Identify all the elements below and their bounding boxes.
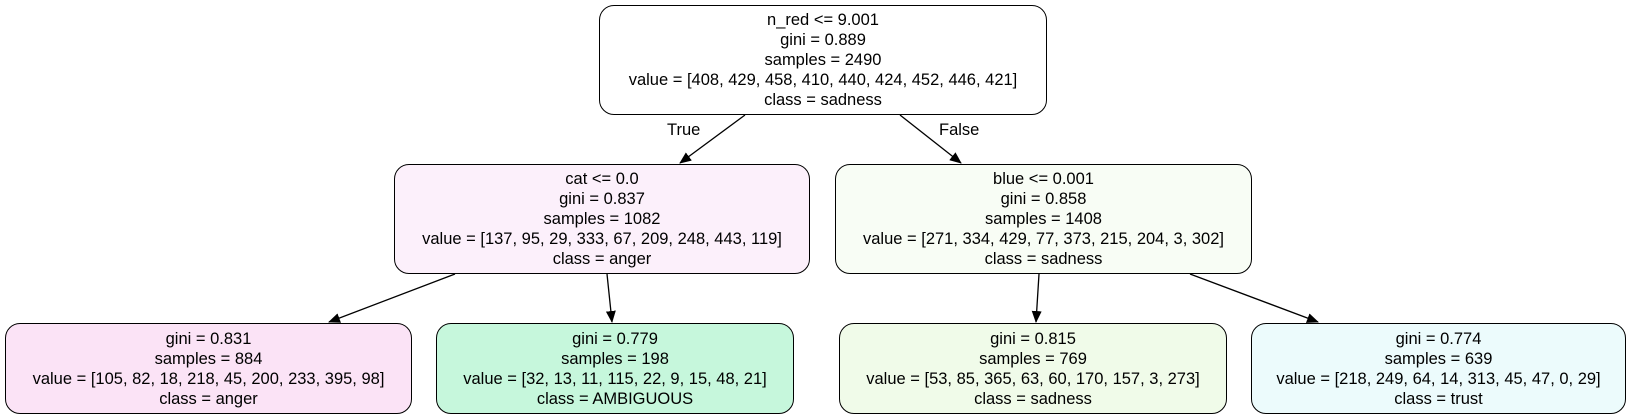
node-value: value = [137, 95, 29, 333, 67, 209, 248,… bbox=[422, 230, 782, 248]
node-value: value = [105, 82, 18, 218, 45, 200, 233,… bbox=[32, 369, 385, 388]
edge-blue-to-trust-leaf bbox=[1189, 273, 1319, 323]
node-gini: gini = 0.889 bbox=[780, 31, 866, 49]
node-samples: samples = 884 bbox=[154, 349, 263, 368]
node-class: class = sadness bbox=[974, 389, 1092, 408]
tree-node-cat-split: cat <= 0.0 gini = 0.837 samples = 1082 v… bbox=[394, 164, 810, 274]
edge-cat-to-ambiguous-leaf bbox=[605, 273, 616, 323]
node-gini: gini = 0.858 bbox=[1000, 190, 1087, 208]
tree-node-root: n_red <= 9.001 gini = 0.889 samples = 24… bbox=[599, 5, 1047, 115]
node-samples: samples = 769 bbox=[979, 349, 1087, 368]
edge-label-false: False bbox=[939, 121, 980, 139]
node-condition: cat <= 0.0 bbox=[565, 170, 639, 188]
node-class: class = trust bbox=[1394, 389, 1483, 408]
node-condition: blue <= 0.001 bbox=[993, 170, 1094, 188]
tree-leaf-ambiguous: gini = 0.779 samples = 198 value = [32, … bbox=[436, 323, 794, 414]
node-gini: gini = 0.831 bbox=[165, 329, 252, 348]
node-gini: gini = 0.837 bbox=[559, 190, 645, 208]
edge-blue-to-sadness-leaf bbox=[1031, 273, 1042, 323]
node-samples: samples = 1082 bbox=[543, 210, 661, 228]
node-value: value = [218, 249, 64, 14, 313, 45, 47, … bbox=[1276, 369, 1601, 388]
edge-root-to-blue bbox=[899, 114, 962, 164]
node-value: value = [271, 334, 429, 77, 373, 215, 20… bbox=[862, 230, 1224, 248]
node-gini: gini = 0.774 bbox=[1395, 329, 1482, 348]
tree-leaf-trust: gini = 0.774 samples = 639 value = [218,… bbox=[1251, 323, 1626, 414]
edge-label-true: True bbox=[667, 121, 701, 139]
tree-node-blue-split: blue <= 0.001 gini = 0.858 samples = 140… bbox=[835, 164, 1252, 274]
tree-leaf-anger: gini = 0.831 samples = 884 value = [105,… bbox=[5, 323, 412, 414]
node-gini: gini = 0.815 bbox=[990, 329, 1076, 348]
node-gini: gini = 0.779 bbox=[572, 329, 658, 348]
node-value: value = [32, 13, 11, 115, 22, 9, 15, 48,… bbox=[463, 369, 767, 388]
node-class: class = sadness bbox=[764, 91, 882, 109]
node-condition: n_red <= 9.001 bbox=[767, 11, 879, 29]
edge-root-to-cat bbox=[679, 114, 746, 164]
node-class: class = anger bbox=[159, 389, 258, 408]
node-class: class = anger bbox=[552, 250, 652, 268]
node-samples: samples = 198 bbox=[561, 349, 669, 368]
node-samples: samples = 2490 bbox=[764, 51, 882, 69]
tree-leaf-sadness: gini = 0.815 samples = 769 value = [53, … bbox=[839, 323, 1227, 414]
node-class: class = sadness bbox=[984, 250, 1103, 268]
node-value: value = [408, 429, 458, 410, 440, 424, 4… bbox=[628, 71, 1018, 89]
node-value: value = [53, 85, 365, 63, 60, 170, 157, … bbox=[866, 369, 1200, 388]
node-samples: samples = 639 bbox=[1384, 349, 1493, 368]
node-samples: samples = 1408 bbox=[985, 210, 1102, 228]
edge-cat-to-left-leaf bbox=[328, 273, 456, 323]
node-class: class = AMBIGUOUS bbox=[536, 389, 694, 408]
